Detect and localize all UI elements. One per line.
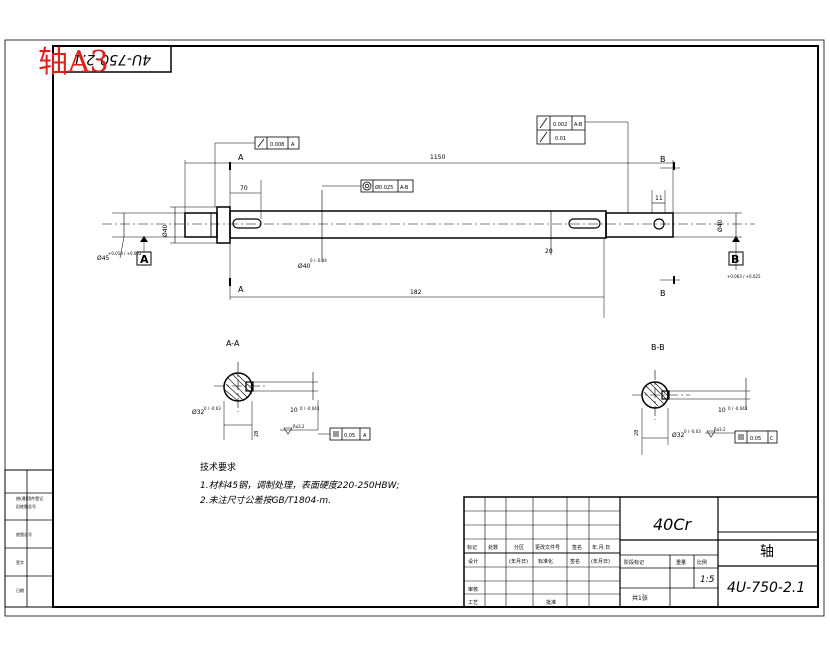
- section-mark-b-bottom: B: [660, 289, 666, 298]
- datum-b-label: B: [731, 253, 739, 266]
- section-mark-a-top: A: [238, 153, 244, 162]
- outer-border: [4, 39, 825, 617]
- section-aa-dia: Ø32: [192, 409, 205, 416]
- notes-line-2: 2.未注尺寸公差按GB/T1804-m.: [200, 495, 331, 506]
- section-bb-roughness: Ra3.2: [714, 427, 726, 432]
- datum-box-b: [728, 251, 744, 266]
- gdt-tr-ref: A-B: [574, 122, 583, 128]
- dim-mid: Ø40: [298, 263, 311, 270]
- tb-h-check: 审核: [468, 586, 478, 593]
- gdt-runout-value: 0.008: [270, 142, 284, 148]
- red-stamp: 轴A3: [38, 45, 109, 80]
- section-aa-title: A-A: [226, 339, 240, 348]
- title-scale: 1:5: [700, 575, 715, 585]
- tb-h-proc: 工艺: [468, 600, 478, 606]
- side-row-1: 借(通)用件登记: [16, 495, 43, 501]
- tb-h-stage: 阶段标记: [624, 559, 644, 566]
- dim-70: 70: [240, 185, 248, 192]
- section-aa-depth: 28: [254, 431, 260, 437]
- title-sheets: 共1张: [632, 594, 648, 602]
- section-bb-dia: Ø32: [672, 432, 685, 439]
- section-aa-keyw: 10: [290, 407, 298, 414]
- dim-left-journal: Ø45: [97, 255, 110, 262]
- tb-h-weight: 重量: [676, 559, 686, 566]
- dim-key-depth: 20: [545, 248, 553, 255]
- side-row-2: 旧底图总号: [16, 503, 36, 509]
- gdt-symmetry-bb: 0.05 C: [734, 430, 778, 444]
- side-row-5: 日期: [16, 587, 24, 593]
- section-aa-roughness: Ra3.2: [293, 424, 305, 429]
- gdt-cyl-value: 0.01: [555, 136, 566, 142]
- dim-right-tol: +0.063 / +0.025: [727, 274, 761, 279]
- section-aa-view: [214, 362, 319, 440]
- title-drawing-no: 4U-750-2.1: [727, 580, 805, 596]
- section-bb-depth: 28: [634, 430, 640, 436]
- section-mark-a-bottom: A: [238, 285, 244, 294]
- section-aa-keyw-tol: 0 / -0.043: [300, 406, 320, 411]
- gdt-coax-value: Ø0.025: [375, 184, 393, 191]
- code-box: [52, 45, 172, 73]
- section-aa-dia-tol: 0 / -0.03: [204, 406, 221, 411]
- tb-h-std: 标准化: [538, 558, 553, 565]
- dim-left-shoulder: Ø40: [162, 224, 169, 237]
- section-bb-view: [632, 370, 750, 455]
- rotated-code-text: 4U-750-2.1: [73, 51, 151, 67]
- section-bb-title: B-B: [651, 343, 665, 352]
- inner-frame: [52, 45, 819, 608]
- tb-h-mark: 标记: [467, 544, 477, 551]
- section-bb-keyw: 10: [718, 407, 726, 414]
- side-row-4: 签字: [16, 559, 24, 565]
- section-mark-b-top: B: [660, 155, 666, 164]
- tb-h-design: 设计: [468, 558, 478, 565]
- datum-box-a: [136, 251, 152, 266]
- title-part-name: 轴: [760, 544, 774, 560]
- gdt-runout-frame: 0.008 A: [254, 136, 300, 150]
- dim-11: 11: [655, 195, 663, 202]
- gdt-total-runout-frame: 0.002 A-B 0.01: [536, 115, 586, 145]
- title-block: [463, 496, 819, 608]
- tb-h-date: 年.月.日: [592, 544, 610, 551]
- gdt-sym-aa-value: 0.05: [344, 433, 355, 439]
- side-row-3: 底图总号: [16, 531, 32, 537]
- gdt-tr-value: 0.002: [553, 122, 567, 128]
- section-bb-keyw-tol: 0 / -0.043: [728, 406, 748, 411]
- section-bb-dia-tol: 0 / -0.03: [684, 429, 701, 434]
- tb-h-date2: (年月日): [509, 558, 528, 565]
- dim-left-tol: +0.018 / +0.002: [108, 251, 142, 256]
- tb-h-docno: 更改文件号: [535, 544, 560, 551]
- notes-heading: 技术要求: [200, 461, 236, 473]
- shaft-main-view: [102, 121, 755, 318]
- dim-total-length: 1150: [430, 154, 445, 161]
- tb-h-date3: (年月日): [591, 558, 610, 565]
- datum-a-label: A: [140, 253, 149, 266]
- tb-h-approve: 批准: [546, 599, 556, 606]
- gdt-symmetry-aa: 0.05 A: [318, 427, 371, 441]
- tb-h-count: 处数: [488, 544, 498, 551]
- tb-h-zone: 分区: [514, 544, 524, 551]
- gdt-sym-aa-ref: A: [363, 433, 367, 439]
- notes-line-1: 1.材料45钢，调制处理，表面硬度220-250HBW;: [200, 480, 400, 491]
- dim-mid-tol: 0 / -0.04: [310, 258, 327, 263]
- gdt-sym-bb-value: 0.05: [750, 436, 761, 442]
- gdt-runout-ref: A: [291, 142, 295, 148]
- tb-h-signc: 签名: [570, 558, 580, 565]
- dim-right: Ø40: [717, 219, 724, 232]
- gdt-sym-bb-ref: C: [770, 436, 774, 442]
- gdt-coax-ref: A-B: [400, 185, 409, 191]
- tb-h-sign: 签名: [572, 544, 582, 551]
- title-material: 40Cr: [653, 515, 693, 534]
- tb-h-scale: 比例: [697, 559, 707, 566]
- gdt-coaxiality-frame: Ø0.025 A-B: [360, 179, 414, 193]
- dim-182: 182: [410, 289, 422, 296]
- side-block: 借(通)用件登记 旧底图总号 底图总号 签字 日期: [4, 469, 54, 608]
